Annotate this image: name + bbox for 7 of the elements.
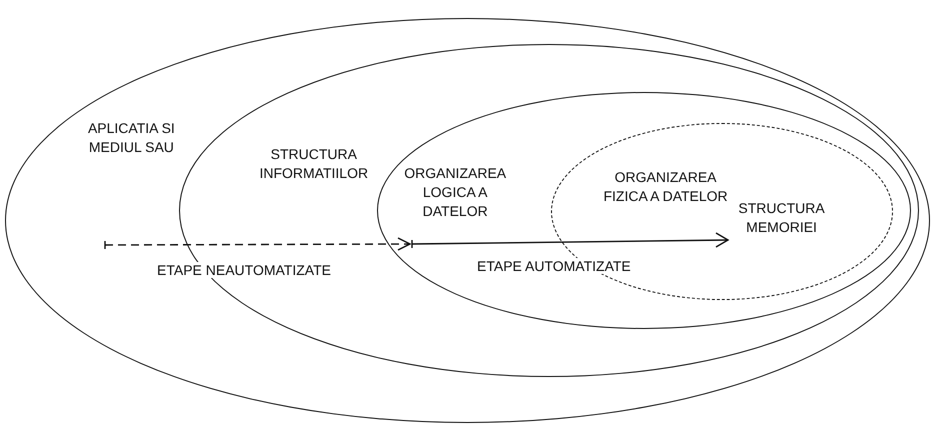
- region-label: ORGANIZAREA FIZICA A DATELOR: [602, 168, 729, 206]
- region-label: ORGANIZAREA LOGICA A DATELOR: [403, 164, 508, 222]
- stage-label: ETAPE AUTOMATIZATE: [475, 258, 633, 274]
- region-label: STRUCTURA MEMORIEI: [737, 198, 826, 237]
- stage-label: ETAPE NEAUTOMATIZATE: [155, 262, 333, 278]
- region-label: STRUCTURA INFORMATIILOR: [258, 144, 370, 183]
- region-label: APLICATIA SI MEDIUL SAU: [86, 119, 176, 158]
